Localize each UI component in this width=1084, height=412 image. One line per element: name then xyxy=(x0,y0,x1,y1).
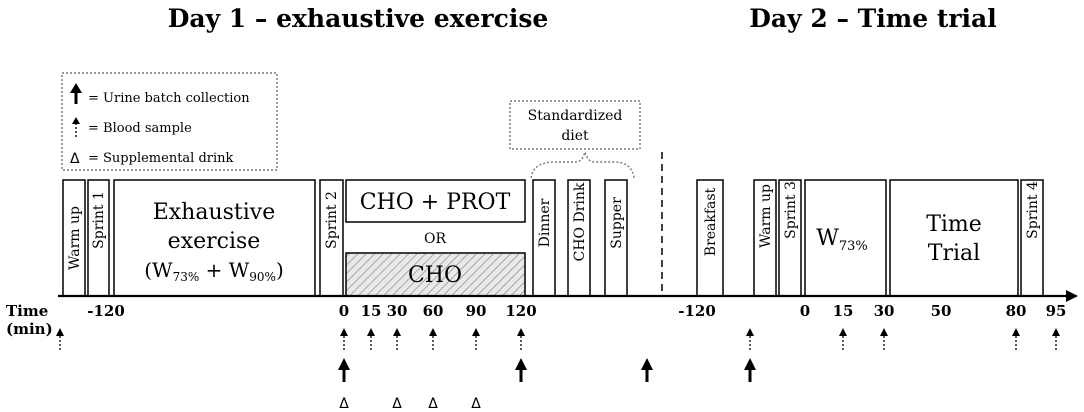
tick-day2-minus120: -120 xyxy=(678,302,716,320)
tick-day2-15: 15 xyxy=(833,302,854,320)
cho-drink-label: CHO Drink xyxy=(572,182,588,261)
blood-arrow-icon xyxy=(746,328,754,350)
urine-arrow-icon xyxy=(338,358,350,382)
cho-prot-block xyxy=(345,179,526,223)
tick-day1-0: 0 xyxy=(339,302,349,320)
urine-arrow-icon xyxy=(744,358,756,382)
sprint-1-label: Sprint 1 xyxy=(91,191,107,249)
exhaustive-label-line2: exercise xyxy=(168,229,261,254)
time-trial-block xyxy=(889,179,1019,297)
blood-arrow-icon xyxy=(1052,328,1060,350)
breakfast-block xyxy=(696,179,724,297)
tick-day1-15: 15 xyxy=(361,302,382,320)
blood-arrow-icon xyxy=(56,328,64,350)
tick-day2-95: 95 xyxy=(1046,302,1067,320)
urine-arrow-icon xyxy=(515,358,527,382)
tick-day1-60: 60 xyxy=(423,302,444,320)
drink-triangle-icon: Δ xyxy=(428,396,438,412)
urine-collection-markers xyxy=(338,358,756,382)
tick-day1-90: 90 xyxy=(466,302,487,320)
blood-arrow-icon xyxy=(1012,328,1020,350)
time-trial-label-line2: Trial xyxy=(928,241,980,266)
diet-note-border xyxy=(509,100,641,150)
day1-heading: Day 1 – exhaustive exercise xyxy=(168,4,549,33)
blood-arrow-icon xyxy=(880,328,888,350)
time-axis-label-line2: (min) xyxy=(6,320,53,338)
diet-brace xyxy=(530,149,635,179)
tick-day1-minus120: -120 xyxy=(87,302,125,320)
cho-block xyxy=(345,252,526,297)
sprint-2-label: Sprint 2 xyxy=(324,191,340,249)
time-axis-label-line1: Time xyxy=(6,302,48,320)
diet-note-line2: diet xyxy=(561,128,589,144)
tick-day2-80: 80 xyxy=(1006,302,1027,320)
legend-urine-label: = Urine batch collection xyxy=(88,91,250,106)
blood-arrow-icon xyxy=(340,328,348,350)
w73-label: W73% xyxy=(816,226,868,254)
warm-up-label-day2: Warm up xyxy=(758,184,774,248)
supper-label: Supper xyxy=(609,197,625,249)
cho-label: CHO xyxy=(408,263,462,288)
blood-arrow-icon xyxy=(472,328,480,350)
time-axis-arrowhead xyxy=(1066,290,1078,302)
blood-arrow-icon xyxy=(839,328,847,350)
blood-arrow-icon xyxy=(72,117,80,137)
diet-note-line1: Standardized xyxy=(528,108,623,124)
w73-block xyxy=(804,179,887,297)
warm-up-label-day1: Warm up xyxy=(67,206,83,270)
supplemental-drink-markers: Δ Δ Δ Δ xyxy=(339,396,481,412)
drink-triangle-icon: Δ xyxy=(471,396,481,412)
sprint-3-label: Sprint 3 xyxy=(783,181,799,239)
blood-sample-markers xyxy=(56,328,1060,350)
exhaustive-label-line3: (W73% + W90%) xyxy=(144,258,284,284)
tick-day2-30: 30 xyxy=(874,302,895,320)
tick-day1-30: 30 xyxy=(387,302,408,320)
sprint-4-label: Sprint 4 xyxy=(1025,181,1041,239)
exhaustive-label-line1: Exhaustive xyxy=(153,200,276,225)
day2-heading: Day 2 – Time trial xyxy=(749,4,997,33)
breakfast-label: Breakfast xyxy=(703,187,719,256)
legend-blood-label: = Blood sample xyxy=(88,121,192,136)
legend: = Urine batch collection = Blood sample … xyxy=(61,72,278,171)
tick-day1-120: 120 xyxy=(505,302,536,320)
urine-arrow-icon xyxy=(70,83,82,104)
urine-arrow-icon xyxy=(641,358,653,382)
blood-arrow-icon xyxy=(517,328,525,350)
time-trial-label-line1: Time xyxy=(926,212,982,237)
drink-triangle-icon: Δ xyxy=(70,151,80,167)
tick-day2-0: 0 xyxy=(800,302,810,320)
standardized-diet-note: Standardized diet xyxy=(509,100,641,179)
legend-drink-label: = Supplemental drink xyxy=(88,151,234,166)
drink-triangle-icon: Δ xyxy=(339,396,349,412)
or-label: OR xyxy=(424,231,446,247)
cho-prot-label: CHO + PROT xyxy=(360,190,511,215)
dinner-label: Dinner xyxy=(537,198,553,247)
blood-arrow-icon xyxy=(367,328,375,350)
exhaustive-exercise-block xyxy=(113,179,316,297)
blood-arrow-icon xyxy=(429,328,437,350)
tick-day2-50: 50 xyxy=(931,302,952,320)
drink-triangle-icon: Δ xyxy=(392,396,402,412)
blood-arrow-icon xyxy=(393,328,401,350)
